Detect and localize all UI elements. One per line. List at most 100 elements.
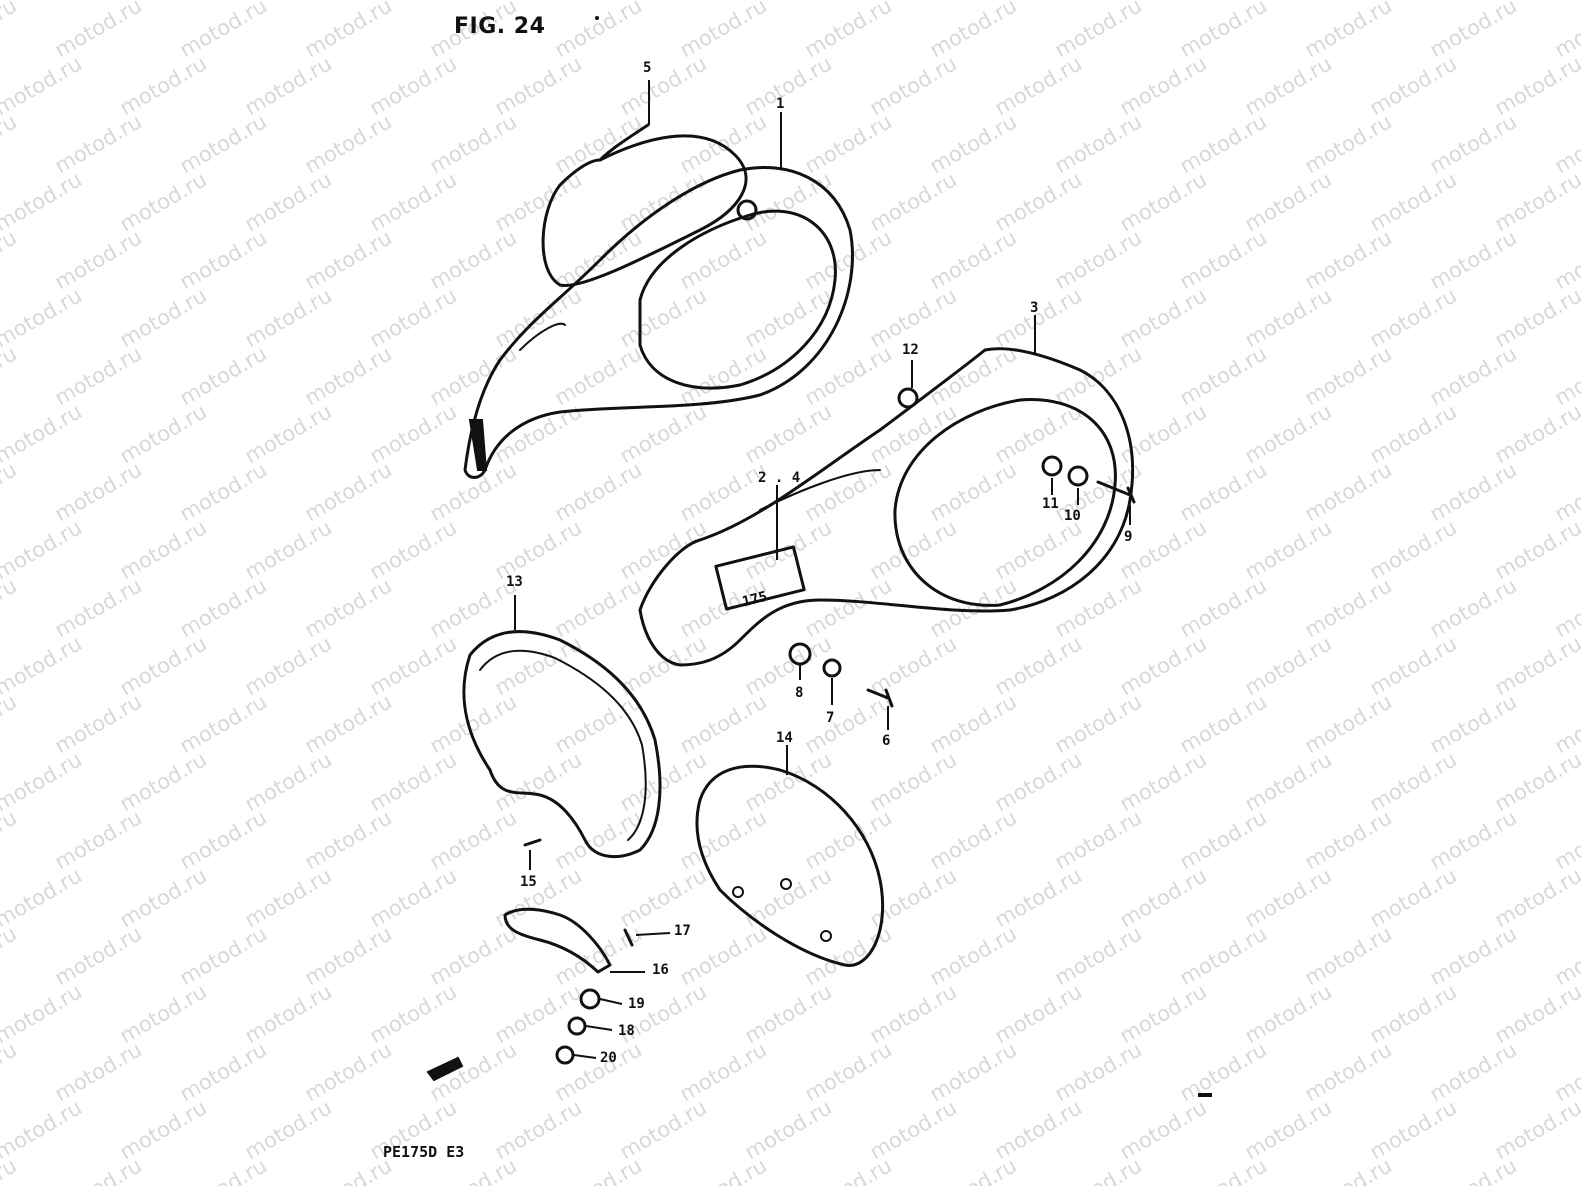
part-20-nut	[557, 1047, 573, 1063]
watermark-text: motod.ru	[1366, 747, 1461, 816]
watermark-text: motod.ru	[991, 283, 1086, 352]
watermark-text: motod.ru	[1551, 921, 1581, 990]
watermark-text: motod.ru	[491, 51, 586, 120]
watermark-text: motod.ru	[991, 515, 1086, 584]
watermark-text: motod.ru	[1176, 1037, 1271, 1106]
watermark-text: motod.ru	[241, 1095, 336, 1164]
watermark-text: motod.ru	[1301, 689, 1396, 758]
watermark-text: motod.ru	[51, 457, 146, 526]
watermark-text: motod.ru	[0, 0, 21, 62]
watermark-text: motod.ru	[426, 109, 521, 178]
part-7-washer	[824, 660, 840, 676]
watermark-text: motod.ru	[741, 631, 836, 700]
watermark-text: motod.ru	[551, 457, 646, 526]
watermark-text: motod.ru	[926, 1037, 1021, 1106]
watermark-text: motod.ru	[1366, 515, 1461, 584]
watermark-text: motod.ru	[176, 1037, 271, 1106]
callout-19: 19	[628, 996, 645, 1012]
watermark-text: motod.ru	[176, 921, 271, 990]
watermark-text: motod.ru	[1366, 51, 1461, 120]
watermark-text: motod.ru	[616, 167, 711, 236]
watermark-text: motod.ru	[1551, 689, 1581, 758]
watermark-text: motod.ru	[1301, 1153, 1396, 1186]
watermark-text: motod.ru	[0, 631, 86, 700]
watermark-text: motod.ru	[1426, 805, 1521, 874]
callout-7: 7	[826, 710, 834, 726]
watermark-text: motod.ru	[366, 631, 461, 700]
watermark-text: motod.ru	[1551, 109, 1581, 178]
watermark-text: motod.ru	[1491, 631, 1581, 700]
watermark-text: motod.ru	[426, 689, 521, 758]
watermark-text: motod.ru	[741, 167, 836, 236]
watermark-text: motod.ru	[1491, 747, 1581, 816]
callout-10: 10	[1064, 508, 1081, 524]
watermark-text: motod.ru	[801, 457, 896, 526]
watermark-text: motod.ru	[551, 1153, 646, 1186]
watermark-text: motod.ru	[991, 631, 1086, 700]
watermark-text: motod.ru	[491, 1095, 586, 1164]
watermark-text: motod.ru	[0, 805, 21, 874]
watermark-text: motod.ru	[0, 399, 86, 468]
watermark-text: motod.ru	[551, 573, 646, 642]
watermark-text: motod.ru	[616, 283, 711, 352]
watermark-text: motod.ru	[1241, 863, 1336, 932]
watermark-text: motod.ru	[801, 573, 896, 642]
watermark-text: motod.ru	[616, 1095, 711, 1164]
watermark-text: motod.ru	[1301, 573, 1396, 642]
watermark-text: motod.ru	[426, 225, 521, 294]
watermark-text: motod.ru	[1176, 805, 1271, 874]
watermark-text: motod.ru	[1051, 689, 1146, 758]
dot-mark	[595, 16, 599, 20]
watermark-text: motod.ru	[676, 805, 771, 874]
watermark-text: motod.ru	[801, 1153, 896, 1186]
watermark-text: motod.ru	[1301, 109, 1396, 178]
watermark-text: motod.ru	[301, 341, 396, 410]
watermark-text: motod.ru	[1426, 341, 1521, 410]
watermark-text: motod.ru	[991, 863, 1086, 932]
watermark-text: motod.ru	[301, 921, 396, 990]
model-code: PE175D E3	[383, 1143, 464, 1161]
watermark-text: motod.ru	[1366, 399, 1461, 468]
watermark-text: motod.ru	[1301, 805, 1396, 874]
watermark-text: motod.ru	[1051, 921, 1146, 990]
watermark-text: motod.ru	[1426, 457, 1521, 526]
watermark-text: motod.ru	[1176, 689, 1271, 758]
watermark-text: motod.ru	[551, 109, 646, 178]
part-10-washer	[1069, 467, 1087, 485]
watermark-text: motod.ru	[741, 399, 836, 468]
watermark-text: motod.ru	[741, 863, 836, 932]
watermark-text: motod.ru	[1551, 225, 1581, 294]
watermark-text: motod.ru	[1051, 1037, 1146, 1106]
watermark-text: motod.ru	[1426, 109, 1521, 178]
watermark-text: motod.ru	[116, 979, 211, 1048]
watermark-text: motod.ru	[0, 109, 21, 178]
watermark-text: motod.ru	[1366, 631, 1461, 700]
watermark-text: motod.ru	[116, 747, 211, 816]
watermark-text: motod.ru	[1051, 0, 1146, 62]
watermark-text: motod.ru	[1426, 1153, 1521, 1186]
watermark-text: motod.ru	[1551, 1037, 1581, 1106]
watermark-text: motod.ru	[241, 399, 336, 468]
watermark-text: motod.ru	[1241, 167, 1336, 236]
watermark-text: motod.ru	[616, 51, 711, 120]
watermark-text: motod.ru	[801, 225, 896, 294]
watermark-text: motod.ru	[866, 747, 961, 816]
watermark-text: motod.ru	[0, 979, 86, 1048]
watermark-text: motod.ru	[551, 0, 646, 62]
watermark-text: motod.ru	[1491, 399, 1581, 468]
watermark-text: motod.ru	[176, 1153, 271, 1186]
watermark-text: motod.ru	[176, 0, 271, 62]
watermark-text: motod.ru	[866, 1095, 961, 1164]
watermark-text: motod.ru	[1301, 0, 1396, 62]
watermark-text: motod.ru	[1241, 631, 1336, 700]
watermark-text: motod.ru	[176, 805, 271, 874]
callout-16: 16	[652, 962, 669, 978]
watermark-text: motod.ru	[616, 515, 711, 584]
watermark-text: motod.ru	[991, 399, 1086, 468]
watermark-text: motod.ru	[1176, 1153, 1271, 1186]
watermark-text: motod.ru	[0, 1095, 86, 1164]
watermark-text: motod.ru	[0, 689, 21, 758]
watermark-text: motod.ru	[116, 863, 211, 932]
watermark-text: motod.ru	[991, 167, 1086, 236]
watermark-text: motod.ru	[1301, 457, 1396, 526]
